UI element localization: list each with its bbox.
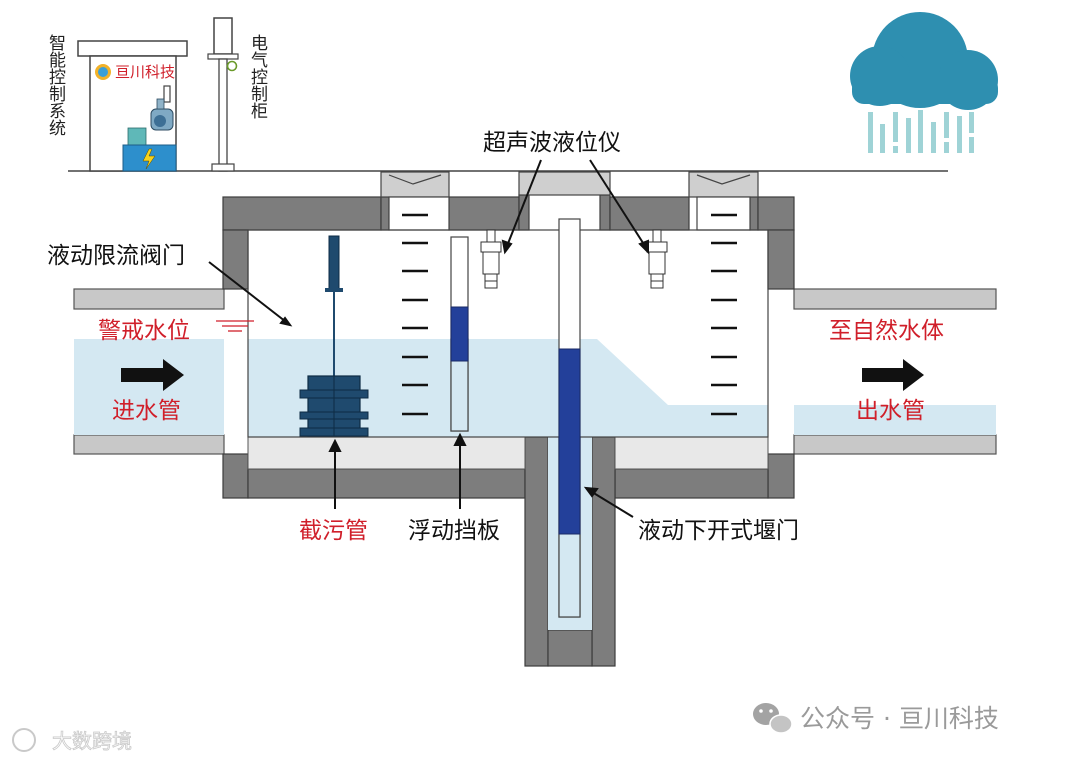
warning-level-marker (216, 320, 254, 332)
ladder-left (402, 213, 428, 416)
weir-gate-label: 液动下开式堰门 (638, 518, 799, 544)
brand-logo: 亘川科技 (95, 63, 175, 81)
float-baffle (450, 236, 469, 432)
ladder-right (711, 213, 737, 416)
outlet-pipe (793, 288, 997, 455)
wechat-account-text: 公众号 · 亘川科技 (800, 704, 999, 733)
ultrasonic-sensor-right (646, 229, 668, 289)
valve-label: 液动限流阀门 (47, 243, 185, 269)
inlet-pipe (73, 288, 225, 455)
inlet-flow-arrow (121, 359, 184, 391)
interceptor-label: 截污管 (299, 518, 368, 544)
float-baffle-label: 浮动挡板 (408, 518, 500, 544)
watermark-text: 大数跨境 (52, 729, 132, 753)
ultrasonic-sensor-left (480, 229, 502, 289)
to-nature-label: 至自然水体 (829, 318, 944, 344)
ultrasonic-label: 超声波液位仪 (483, 130, 621, 156)
inlet-label: 进水管 (112, 398, 181, 424)
pointer-lines (208, 159, 649, 518)
wechat-footer: 公众号 · 亘川科技 (753, 703, 999, 734)
chamber-walls (222, 194, 795, 667)
outlet-flow-arrow (862, 359, 924, 391)
warning-level-label: 警戒水位 (98, 318, 190, 344)
smart-control-label: 智能控制系统 (45, 34, 66, 136)
control-house: 亘川科技 智能控制系统 (45, 34, 188, 172)
chamber-water (248, 339, 768, 437)
watermark-logo-icon (12, 728, 36, 752)
electric-cabinet-label: 电气控制柜 (247, 34, 268, 119)
pump-motor (127, 98, 174, 146)
flow-limiting-valve (299, 235, 369, 437)
outlet-label: 出水管 (856, 398, 925, 424)
rain-cloud-icon (850, 12, 998, 153)
electrical-box (122, 144, 177, 172)
weir-gate (558, 218, 581, 618)
electric-cabinet: 电气控制柜 (207, 17, 268, 172)
watermark: 大数跨境 (12, 728, 132, 753)
wechat-icon (753, 703, 793, 734)
logo-text: 亘川科技 (115, 63, 175, 81)
